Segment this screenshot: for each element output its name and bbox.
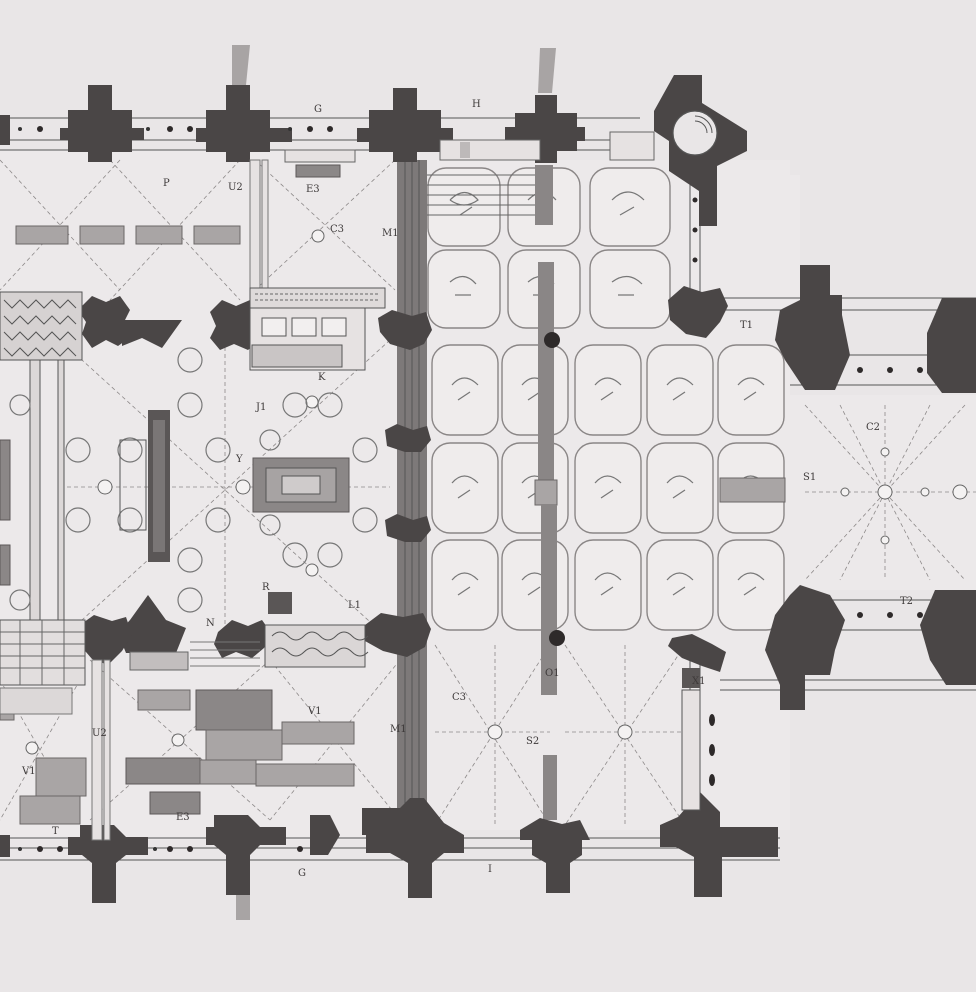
label-c3-top: C3 [330, 224, 344, 235]
label-p: P [163, 178, 170, 189]
label-x1: X1 [692, 676, 705, 687]
label-c3-bottom: C3 [452, 692, 466, 703]
label-y: Y [235, 454, 243, 465]
label-u2-bottom: U2 [92, 728, 107, 739]
choir-steps [425, 174, 540, 216]
piers [0, 75, 976, 903]
label-v1-left: V1 [21, 766, 36, 777]
label-h-top: H [472, 99, 481, 110]
choir-screen-lower [129, 624, 369, 671]
label-s2: S2 [526, 736, 539, 747]
wall-dots [18, 127, 292, 851]
label-o1: O1 [545, 668, 560, 679]
label-r: R [262, 582, 270, 593]
label-e3-bottom: E3 [176, 812, 190, 823]
label-n: N [206, 618, 215, 629]
drain-spouts [232, 45, 556, 920]
label-s1: S1 [803, 472, 816, 483]
label-t-left: T [52, 826, 59, 837]
label-k: K [318, 372, 326, 383]
plan-labels: G H P E3 U2 C3 M1 T1 J1 K Y L1 R N U2 V1… [21, 99, 913, 879]
label-i-bottom: I [488, 864, 492, 875]
label-g-top: G [314, 104, 322, 115]
label-m1-top: M1 [382, 228, 399, 239]
nave-slabs-bottom [0, 659, 355, 841]
left-grilles [0, 291, 86, 686]
label-t2: T2 [900, 596, 913, 607]
label-g-bottom: G [298, 868, 306, 879]
crossing-rosettes [9, 347, 378, 614]
label-l1: L1 [348, 600, 361, 611]
label-e3-top: E3 [306, 184, 320, 195]
choir-tiled-floor [427, 167, 785, 631]
crossing-tomb [148, 410, 350, 562]
vault-bosses [25, 229, 968, 755]
label-u2-top: U2 [228, 182, 243, 193]
choir-side-items [439, 131, 786, 811]
label-j1: J1 [255, 402, 266, 413]
label-c2: C2 [866, 422, 880, 433]
label-v1-mid: V1 [307, 706, 322, 717]
nave-slabs-top [15, 149, 356, 291]
choir-screen-upper [249, 287, 386, 371]
label-m1-bottom: M1 [390, 724, 407, 735]
label-t-top: T1 [740, 320, 753, 331]
choir-central-strip [534, 165, 565, 820]
screen-wall [397, 160, 427, 840]
